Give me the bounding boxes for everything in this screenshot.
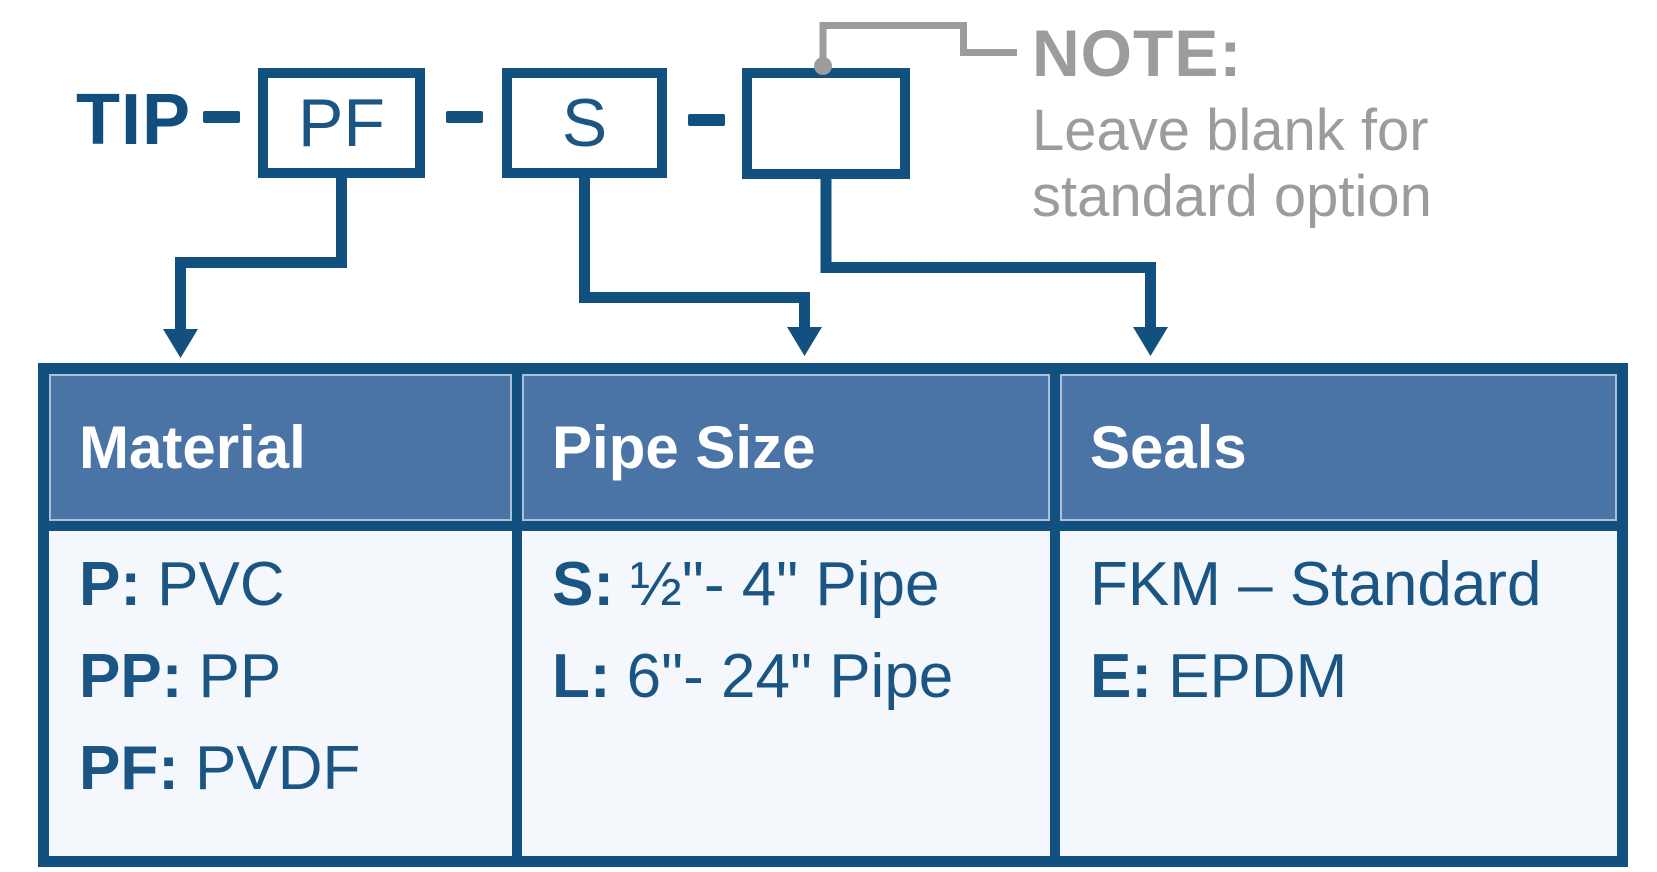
- option-label: FKM – Standard: [1090, 550, 1542, 619]
- note-callout-line: [819, 22, 1017, 66]
- down-arrow-icon: [1133, 327, 1168, 356]
- option-row: E:EPDM: [1090, 631, 1597, 723]
- dash-separator-icon: [203, 111, 240, 123]
- option-label: 6"- 24" Pipe: [626, 642, 954, 711]
- option-code: PP:: [79, 642, 183, 711]
- option-label: EPDM: [1168, 642, 1348, 711]
- pipe-size-options-cell: S:½"- 4" Pipe L:6"- 24" Pipe: [522, 531, 1050, 856]
- pipe-size-connector-line: [579, 177, 810, 329]
- option-code: PF:: [79, 734, 179, 803]
- note-line: standard option: [1032, 164, 1432, 229]
- down-arrow-icon: [787, 327, 822, 356]
- option-row: PP:PP: [79, 631, 492, 723]
- pipe-size-code-box: S: [502, 68, 667, 178]
- note-block: NOTE: Leave blank for standard option: [1032, 18, 1432, 228]
- option-row: P:PVC: [79, 539, 492, 631]
- down-arrow-icon: [163, 329, 198, 358]
- note-callout-dot-icon: [814, 57, 832, 75]
- dash-separator-icon: [446, 111, 483, 123]
- seals-column-header: Seals: [1060, 374, 1617, 521]
- option-code: P:: [79, 550, 141, 619]
- option-code: L:: [552, 642, 611, 711]
- option-row: L:6"- 24" Pipe: [552, 631, 1030, 723]
- note-line: Leave blank for: [1032, 98, 1429, 163]
- option-row: FKM – Standard: [1090, 539, 1597, 631]
- pipe-size-code-value: S: [561, 85, 608, 161]
- option-label: ½"- 4" Pipe: [630, 550, 940, 619]
- material-code-value: PF: [298, 85, 385, 161]
- option-label: PVDF: [194, 734, 361, 803]
- note-callout: [814, 22, 1017, 75]
- option-code: S:: [552, 550, 614, 619]
- option-label: PVC: [157, 550, 285, 619]
- material-column-header: Material: [49, 374, 512, 521]
- seals-connector-line: [820, 179, 1156, 329]
- note-title: NOTE:: [1032, 16, 1243, 90]
- material-connector-line: [175, 177, 347, 331]
- material-code-box: PF: [258, 68, 425, 178]
- material-options-cell: P:PVC PP:PP PF:PVDF: [49, 531, 512, 856]
- option-row: PF:PVDF: [79, 723, 492, 815]
- option-label: PP: [198, 642, 282, 711]
- part-code-prefix: TIP: [76, 80, 192, 160]
- seals-options-cell: FKM – Standard E:EPDM: [1060, 531, 1617, 856]
- pipe-size-column-header: Pipe Size: [522, 374, 1050, 521]
- seals-code-box: [742, 68, 910, 179]
- option-code: E:: [1090, 642, 1152, 711]
- option-row: S:½"- 4" Pipe: [552, 539, 1030, 631]
- options-table: Material Pipe Size Seals P:PVC PP:PP PF:…: [38, 363, 1628, 867]
- dash-separator-icon: [688, 114, 725, 126]
